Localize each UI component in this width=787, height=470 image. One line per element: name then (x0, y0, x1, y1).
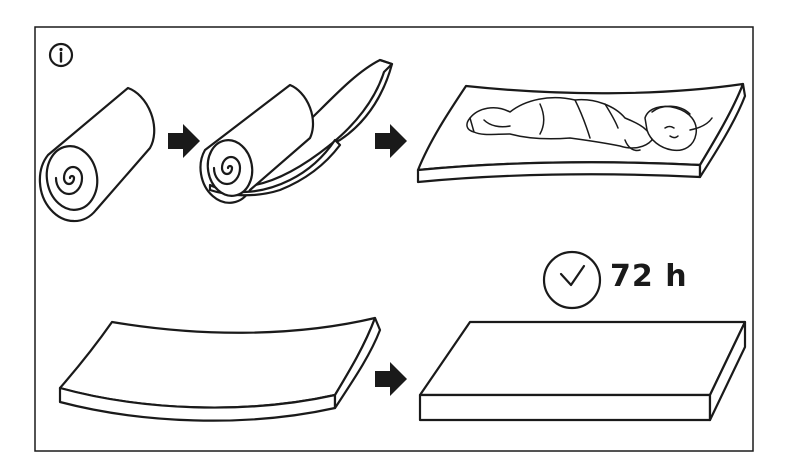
clock-icon (542, 250, 602, 310)
expanded-mattress (418, 320, 747, 422)
arrow-right-icon (168, 124, 200, 158)
diagram-border (34, 26, 754, 452)
rolled-mattress (38, 86, 156, 223)
unrolling-mattress (199, 58, 394, 204)
info-icon-glyph: i (0, 0, 1, 1)
arrow-right-icon (375, 124, 407, 158)
mattress-with-sleeping-person (416, 82, 747, 184)
curved-mattress (58, 316, 382, 422)
info-icon: i (0, 0, 74, 68)
arrow-right-icon (375, 362, 407, 396)
sleeping-person (466, 96, 713, 152)
expansion-duration-label: 72 h (610, 259, 688, 294)
